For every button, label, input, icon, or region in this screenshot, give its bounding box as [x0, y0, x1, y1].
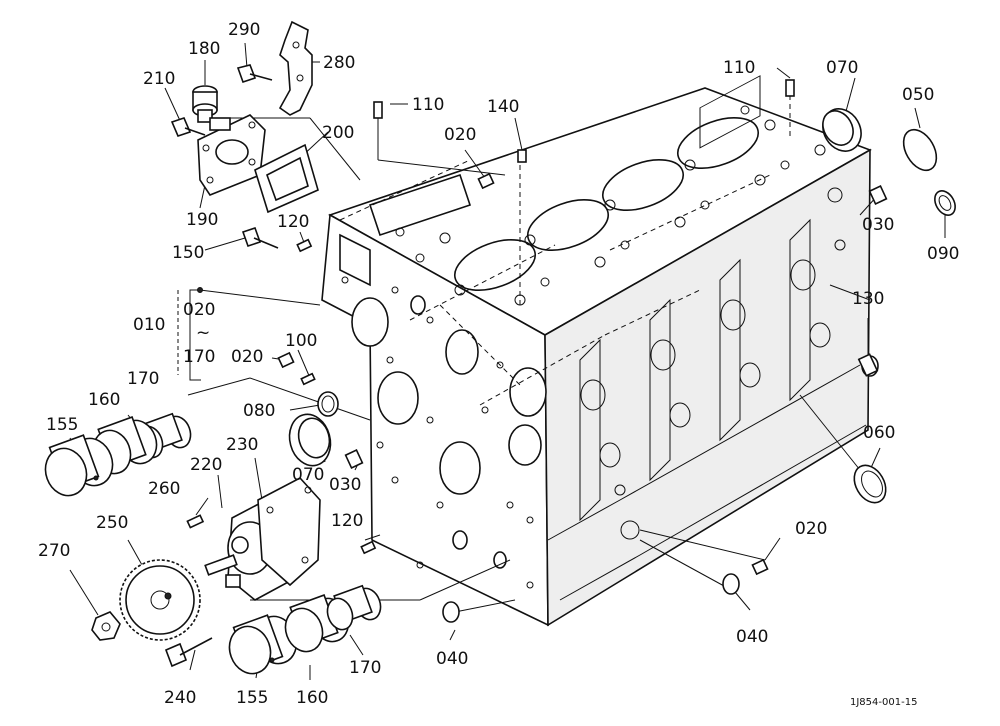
label-110-b: 110: [723, 58, 755, 78]
bolt-240: [164, 637, 213, 668]
label-090: 090: [927, 244, 959, 264]
seal-090: [934, 190, 956, 216]
stud-150: [241, 226, 279, 249]
label-190: 190: [186, 210, 218, 230]
pin-100: [300, 372, 316, 386]
label-270: 270: [38, 541, 70, 561]
label-160-b: 160: [296, 688, 328, 708]
plug-040-a: [442, 601, 460, 623]
bushing-155-upper: [44, 434, 114, 497]
plug-180: [192, 85, 218, 123]
label-155-b: 155: [236, 688, 268, 708]
label-020-a: 020: [444, 125, 476, 145]
nut-270: [91, 611, 121, 641]
label-170-b: 170: [127, 369, 159, 389]
label-120-b: 120: [331, 511, 363, 531]
assembly-guide-lines: [339, 95, 791, 406]
plug-070-top: [822, 108, 862, 152]
label-220: 220: [190, 455, 222, 475]
plug-070-bottom: [288, 413, 332, 467]
label-280: 280: [323, 53, 355, 73]
pin-120-a: [296, 238, 313, 253]
label-020-d: 020: [795, 519, 827, 539]
bushing-155-lower: [228, 614, 298, 675]
label-180: 180: [188, 39, 220, 59]
leader-lines: [69, 42, 946, 680]
label-020-c: 020: [231, 347, 263, 367]
part-labels: 290 180 280 210 110 110 070 050 140 020 …: [38, 20, 959, 708]
bushing-170-lower: [326, 584, 382, 631]
label-040-a: 040: [436, 649, 468, 669]
label-100: 100: [285, 331, 317, 351]
label-290: 290: [228, 20, 260, 40]
label-110-a: 110: [412, 95, 444, 115]
dowel-110-a: [373, 101, 383, 119]
plug-080: [317, 391, 339, 417]
label-tilde: ~: [196, 323, 210, 343]
label-030-b: 030: [329, 475, 361, 495]
label-060: 060: [863, 423, 895, 443]
label-130: 130: [852, 289, 884, 309]
plug-130: [857, 353, 879, 377]
label-040-b: 040: [736, 627, 768, 647]
plug-020-d: [751, 558, 769, 576]
bracket-280: [278, 20, 313, 116]
label-010: 010: [133, 315, 165, 335]
plug-020-a: [477, 172, 495, 190]
label-210: 210: [143, 69, 175, 89]
label-240: 240: [164, 688, 196, 708]
label-050: 050: [902, 85, 934, 105]
bolt-210: [170, 117, 206, 137]
pin-120-b: [360, 540, 377, 555]
plug-050: [902, 128, 938, 172]
dowel-110-b: [785, 79, 795, 97]
label-020-b: 020: [183, 300, 215, 320]
bolt-290: [236, 64, 273, 84]
cover-230: [257, 477, 321, 587]
plug-020-c: [277, 351, 295, 369]
gasket-200: [254, 143, 319, 214]
label-170-a: 170: [183, 347, 215, 367]
label-150: 150: [172, 243, 204, 263]
label-250: 250: [96, 513, 128, 533]
label-030-a: 030: [862, 215, 894, 235]
label-140: 140: [487, 97, 519, 117]
plug-030-a: [868, 185, 888, 205]
label-170-c: 170: [349, 658, 381, 678]
label-070-b: 070: [292, 465, 324, 485]
label-080: 080: [243, 401, 275, 421]
label-200: 200: [322, 123, 354, 143]
cylinder-block: [321, 75, 872, 627]
plug-040-b: [722, 573, 740, 595]
label-160-a: 160: [88, 390, 120, 410]
label-230: 230: [226, 435, 258, 455]
label-070-a: 070: [826, 58, 858, 78]
gear-250: [119, 559, 201, 641]
plug-030-b: [344, 449, 364, 469]
label-155-a: 155: [46, 415, 78, 435]
pin-260: [186, 514, 205, 529]
seal-060: [853, 464, 887, 504]
label-260: 260: [148, 479, 180, 499]
label-120-a: 120: [277, 212, 309, 232]
pin-140: [517, 149, 527, 163]
figure-reference: 1J854-001-15: [850, 697, 917, 708]
flange-190: [197, 114, 266, 196]
